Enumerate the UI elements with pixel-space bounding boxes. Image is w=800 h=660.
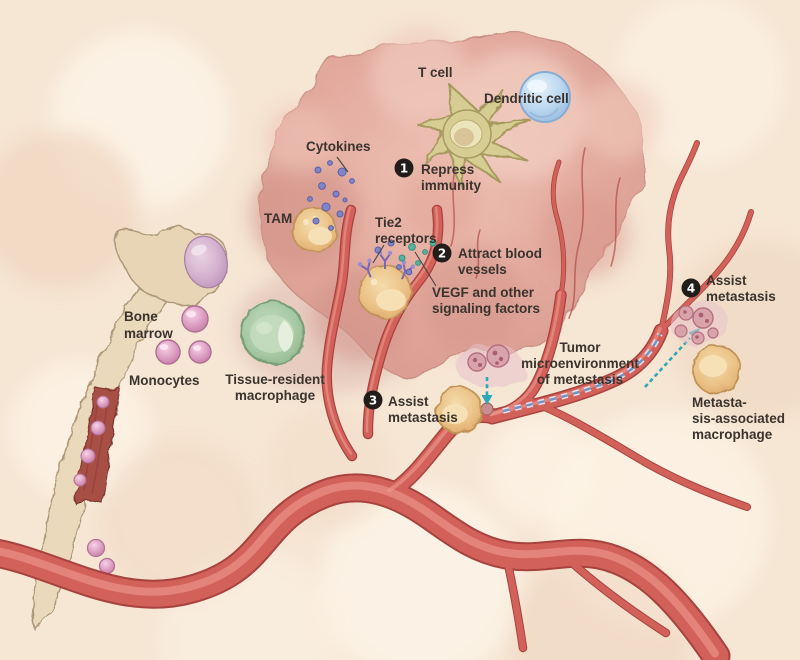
tie2-label-line1: Tie2	[375, 215, 402, 230]
cytokines-label: Cytokines	[306, 139, 371, 154]
metastatic-cells-4	[669, 299, 729, 345]
labels: T cell Dendritic cell Cytokines TAM Tie2…	[124, 65, 785, 442]
step-2-label-line1: Attract blood	[458, 246, 542, 261]
tumor-micro-label-line3: of metastasis	[537, 372, 623, 387]
step-3-number: 3	[369, 394, 377, 408]
t-cell-label: T cell	[418, 65, 453, 80]
bone-marrow-label-line1: Bone	[124, 309, 158, 324]
tissue-resident-macrophage	[240, 300, 306, 366]
step-4-badge: 4	[681, 278, 701, 298]
vegf-label-line1: VEGF and other	[432, 285, 535, 300]
monocytes-label: Monocytes	[129, 373, 200, 388]
step-4-number: 4	[687, 282, 695, 296]
step-1-number: 1	[400, 162, 408, 176]
metastasis-macrophage-3	[435, 386, 483, 434]
arrow-intravasation	[481, 377, 493, 405]
tissue-resident-label-line1: Tissue-resident	[225, 372, 325, 387]
cytokines-leader	[336, 156, 349, 173]
step-1-badge: 1	[394, 158, 414, 178]
step-4-label-line1: Assist	[706, 273, 747, 288]
vegf-label-line2: signaling factors	[432, 301, 540, 316]
t-cell	[519, 71, 571, 123]
bone	[31, 226, 229, 630]
step-2-number: 2	[438, 247, 446, 261]
signaling-dots-purple	[374, 239, 413, 276]
tie2-label-line2: receptors	[375, 231, 437, 246]
step-2-badge: 2	[432, 243, 452, 263]
tissue-resident-label-line2: macrophage	[235, 388, 316, 403]
ball-highlight	[191, 244, 207, 256]
step-1-label-line2: immunity	[421, 178, 481, 193]
tam-label: TAM	[264, 211, 292, 226]
mam-label-line2: sis-associated	[692, 411, 785, 426]
step-4-label-line2: metastasis	[706, 289, 776, 304]
step-2-label-line2: vessels	[458, 262, 507, 277]
step-3-label-line1: Assist	[388, 394, 429, 409]
tam-at-vessel	[358, 265, 412, 319]
step-1-label-line1: Repress	[421, 162, 474, 177]
tumor-capillaries	[450, 147, 621, 319]
dendritic-cell	[416, 83, 531, 189]
mam-label-line1: Metasta-	[692, 395, 747, 410]
tumor-micro-label-line1: Tumor	[560, 340, 602, 355]
dendritic-cell-label: Dendritic cell	[484, 91, 569, 106]
tumor-micro-label-line2: microenvironment	[521, 356, 639, 371]
vegf-leader	[414, 251, 437, 287]
tie2-leader	[372, 244, 385, 264]
metastasis-associated-macrophage	[692, 345, 742, 395]
marrow-monocytes	[73, 395, 116, 575]
cytokine-dots	[307, 160, 355, 231]
leader-lines	[336, 156, 437, 287]
monocytes-group	[155, 305, 212, 365]
step-3-label-line2: metastasis	[388, 410, 458, 425]
mam-label-line3: macrophage	[692, 427, 773, 442]
bone-marrow-label-line2: marrow	[124, 326, 173, 341]
step-3-badge: 3	[363, 390, 383, 410]
metastatic-cells-3	[457, 343, 523, 416]
